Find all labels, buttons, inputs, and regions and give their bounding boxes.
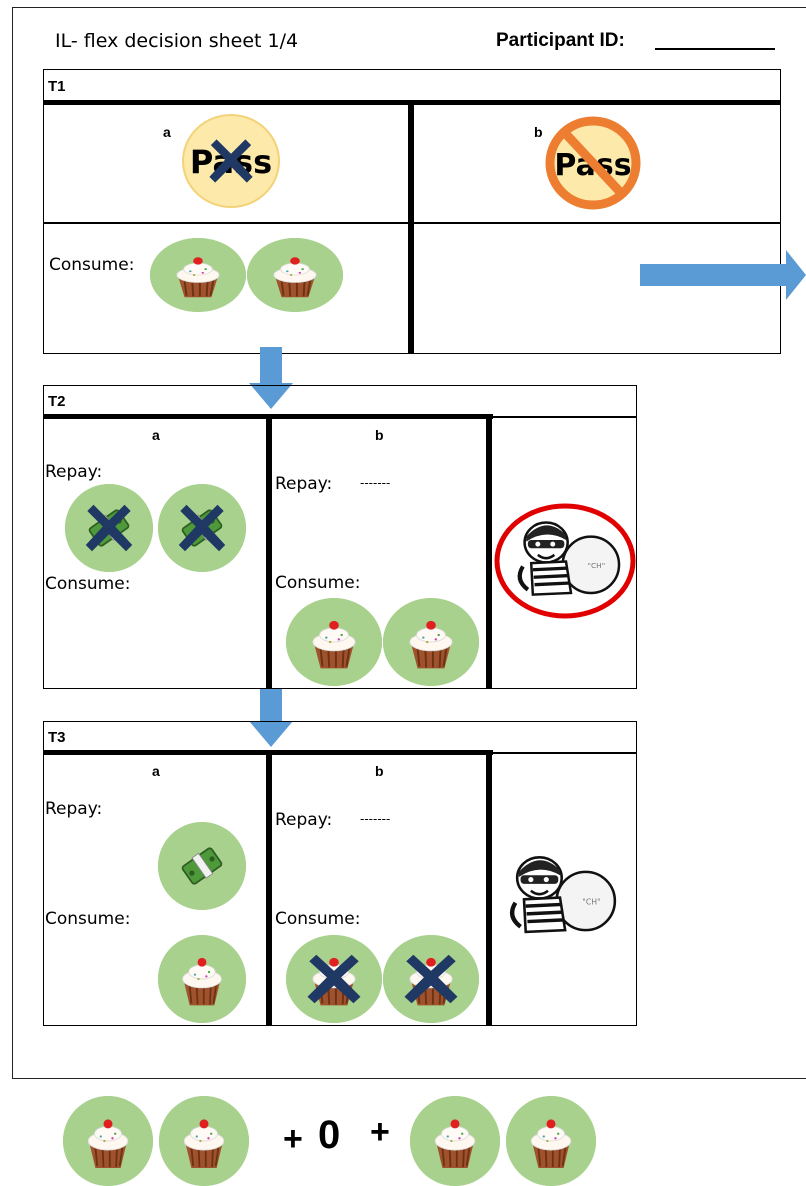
t3-col-b-label: b bbox=[375, 763, 384, 779]
t2-consume-b-label: Consume: bbox=[275, 573, 361, 593]
t2-header-divider-thin bbox=[491, 416, 637, 418]
cupcake-icon bbox=[286, 598, 382, 686]
participant-id-field[interactable] bbox=[655, 48, 775, 50]
pass-icon: Pass bbox=[181, 113, 281, 209]
t3-col-a-label: a bbox=[152, 763, 160, 779]
t2-repay-a-label: Repay: bbox=[45, 462, 103, 482]
money-icon bbox=[158, 822, 246, 910]
t3-label: T3 bbox=[48, 729, 66, 746]
t1-header-divider bbox=[43, 100, 781, 105]
t1-consume-label: Consume: bbox=[49, 255, 135, 275]
t3-header-divider-thin bbox=[491, 752, 637, 754]
t3-repay-b-label: Repay: bbox=[275, 810, 333, 830]
t2-col-b-label: b bbox=[375, 427, 384, 443]
t2-consume-a-label: Consume: bbox=[45, 574, 131, 594]
t1-column-divider bbox=[408, 103, 414, 354]
summary-plus-2: + bbox=[370, 1113, 390, 1151]
no-pass-icon: Pass bbox=[543, 115, 643, 211]
cupcake-icon bbox=[63, 1096, 153, 1186]
t3-repay-b-dash: ------- bbox=[360, 812, 391, 826]
cupcake-icon-crossed bbox=[383, 935, 479, 1023]
decision-sheet bbox=[12, 7, 806, 1079]
summary-zero: 0 bbox=[318, 1113, 341, 1157]
participant-id-label: Participant ID: bbox=[496, 30, 625, 51]
arrow-right-icon bbox=[640, 250, 806, 300]
t2-column-divider-b bbox=[486, 417, 492, 689]
t3-repay-a-label: Repay: bbox=[45, 799, 103, 819]
summary-plus-1: + bbox=[283, 1120, 303, 1158]
arrow-down-icon bbox=[249, 347, 293, 409]
cupcake-icon bbox=[150, 238, 246, 312]
t3-column-divider-a bbox=[266, 753, 272, 1026]
t3-consume-a-label: Consume: bbox=[45, 909, 131, 929]
cupcake-icon bbox=[383, 598, 479, 686]
t3-column-divider-b bbox=[486, 753, 492, 1026]
t2-header-divider bbox=[43, 414, 493, 419]
money-icon-crossed bbox=[65, 484, 153, 572]
robber-icon-highlighted bbox=[494, 503, 636, 619]
t3-header-divider bbox=[43, 750, 493, 755]
t3-table bbox=[43, 721, 637, 1026]
t2-column-divider-a bbox=[266, 417, 272, 689]
robber-icon bbox=[500, 845, 620, 945]
t2-repay-b-dash: ------- bbox=[360, 476, 391, 490]
cupcake-icon bbox=[410, 1096, 500, 1186]
t1-row-divider bbox=[43, 222, 781, 224]
t3-consume-b-label: Consume: bbox=[275, 909, 361, 929]
cupcake-icon bbox=[159, 1096, 249, 1186]
t1-label: T1 bbox=[48, 78, 66, 95]
cupcake-icon bbox=[247, 238, 343, 312]
t1-col-b-label: b bbox=[534, 124, 543, 140]
arrow-down-icon bbox=[249, 689, 293, 747]
t2-repay-b-label: Repay: bbox=[275, 474, 333, 494]
money-icon-crossed bbox=[158, 484, 246, 572]
cupcake-icon-crossed bbox=[286, 935, 382, 1023]
t2-label: T2 bbox=[48, 393, 66, 410]
cupcake-icon bbox=[158, 935, 246, 1023]
t2-col-a-label: a bbox=[152, 427, 160, 443]
sheet-title: IL- flex decision sheet 1/4 bbox=[55, 30, 299, 52]
t1-col-a-label: a bbox=[163, 124, 171, 140]
cupcake-icon bbox=[506, 1096, 596, 1186]
t2-table bbox=[43, 385, 637, 689]
